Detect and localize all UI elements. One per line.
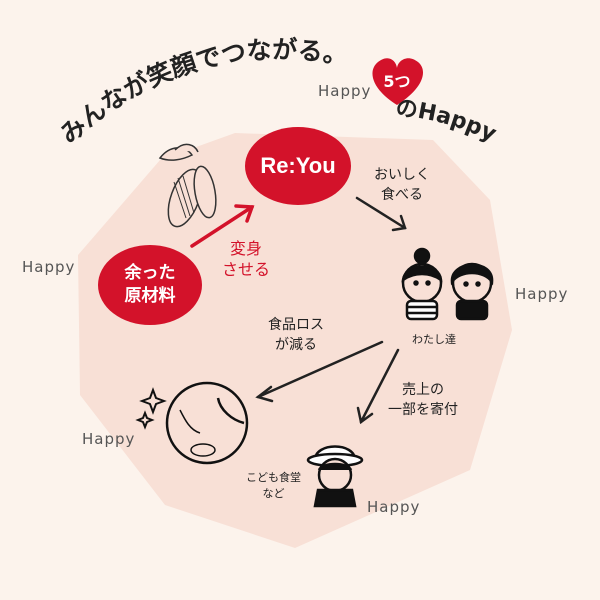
eat-line1: おいしく [374, 167, 430, 183]
donate-label: 売上の 一部を寄付 [388, 380, 458, 420]
children-line2: など [262, 487, 285, 500]
red-arrow-icon [190, 204, 255, 248]
happy-label-bottom-left: Happy [82, 430, 136, 448]
donate-line2: 一部を寄付 [388, 402, 458, 418]
donate-line1: 売上の [402, 382, 444, 398]
child-icon [306, 445, 364, 508]
happy-label-left: Happy [22, 258, 76, 276]
people-icon [401, 247, 494, 321]
ingredients-line2: 原材料 [124, 286, 176, 306]
heart-icon [372, 58, 424, 105]
children-label: こども食堂 など [246, 470, 301, 502]
ingredients-line1: 余った [124, 263, 176, 283]
transform-line1: 変身 [230, 239, 263, 258]
globe-icon [165, 381, 249, 465]
heart-badge-text: 5つ [383, 72, 410, 91]
happy-label-top: Happy [318, 82, 372, 100]
ingredients-node: 余った 原材料 [98, 245, 202, 325]
eat-line2: 食べる [381, 187, 423, 203]
sparkle-icon [135, 387, 167, 430]
happy-label-bottom: Happy [367, 498, 421, 516]
arrow-food-loss [256, 340, 384, 399]
arrow-eat [355, 196, 407, 230]
food-loss-line1: 食品ロス [268, 317, 324, 333]
transform-label: 変身 させる [222, 238, 270, 280]
happy-label-right: Happy [515, 285, 569, 303]
black-arrows [255, 196, 407, 425]
children-line1: こども食堂 [246, 471, 301, 484]
transform-line2: させる [222, 260, 271, 279]
arrow-donate [359, 348, 400, 424]
food-loss-line2: が減る [275, 337, 317, 353]
reyou-label: Re:You [260, 153, 336, 178]
people-label: わたし達 [412, 333, 456, 346]
eat-label: おいしく 食べる [374, 165, 430, 205]
reyou-node: Re:You [245, 127, 351, 205]
food-loss-label: 食品ロス が減る [268, 315, 324, 355]
cacao-pod-icon [158, 143, 217, 228]
